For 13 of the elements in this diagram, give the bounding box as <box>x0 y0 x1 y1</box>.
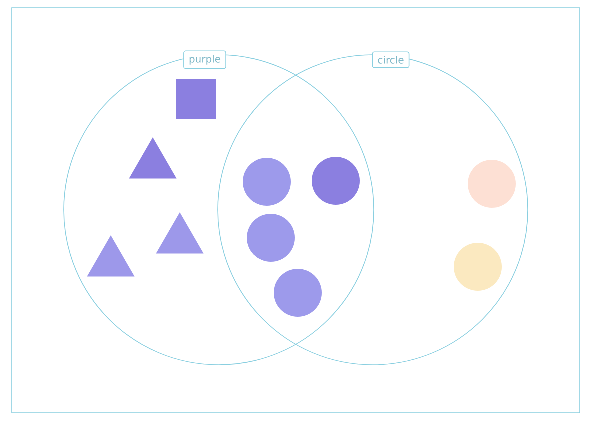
circle-shape <box>247 214 295 262</box>
set-label: circle <box>372 52 410 68</box>
triangle <box>129 138 177 179</box>
triangle <box>87 236 135 277</box>
set-circle <box>64 54 374 366</box>
triangle <box>156 212 204 254</box>
circle-shape <box>454 243 502 291</box>
circle-shape <box>312 157 360 205</box>
set-label: purple <box>184 50 226 70</box>
circle-shape <box>243 158 291 206</box>
circle-shape <box>274 269 322 317</box>
circle-shape <box>468 160 516 208</box>
square <box>176 79 216 119</box>
